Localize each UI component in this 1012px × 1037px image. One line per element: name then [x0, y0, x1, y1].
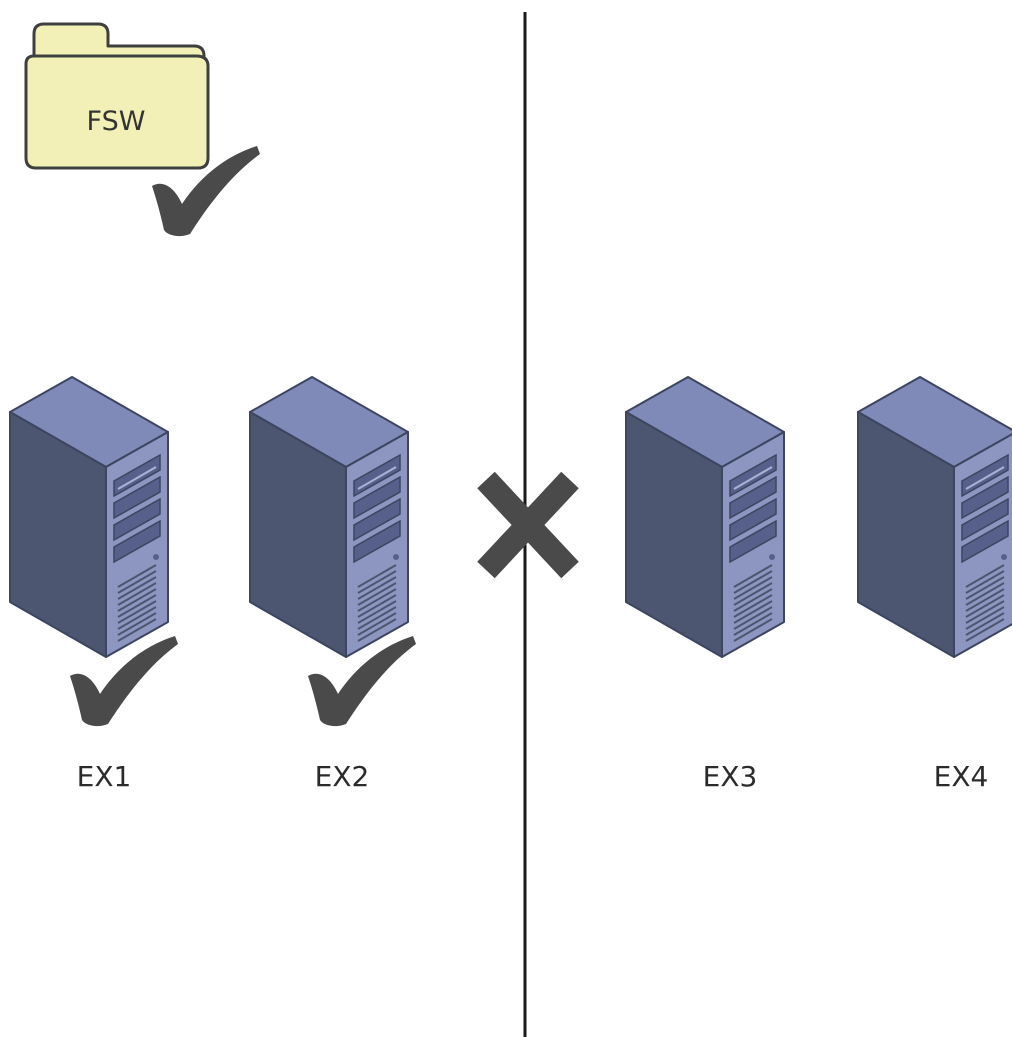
- server-label-ex4: EX4: [934, 760, 989, 793]
- fsw-label: FSW: [87, 106, 146, 137]
- server-label-ex1: EX1: [77, 760, 132, 793]
- server-label-ex2: EX2: [315, 760, 370, 793]
- server-ex2-icon: [249, 376, 409, 658]
- ex1-checkmark-icon: [70, 636, 178, 727]
- broken-link-cross-icon: [477, 471, 579, 579]
- server-ex3-icon: [625, 376, 785, 658]
- ex2-checkmark-icon: [308, 636, 416, 727]
- server-label-ex3: EX3: [703, 760, 758, 793]
- server-ex4-icon: [857, 376, 1012, 658]
- fsw-folder-icon: FSW: [24, 22, 210, 170]
- server-ex1-icon: [9, 376, 169, 658]
